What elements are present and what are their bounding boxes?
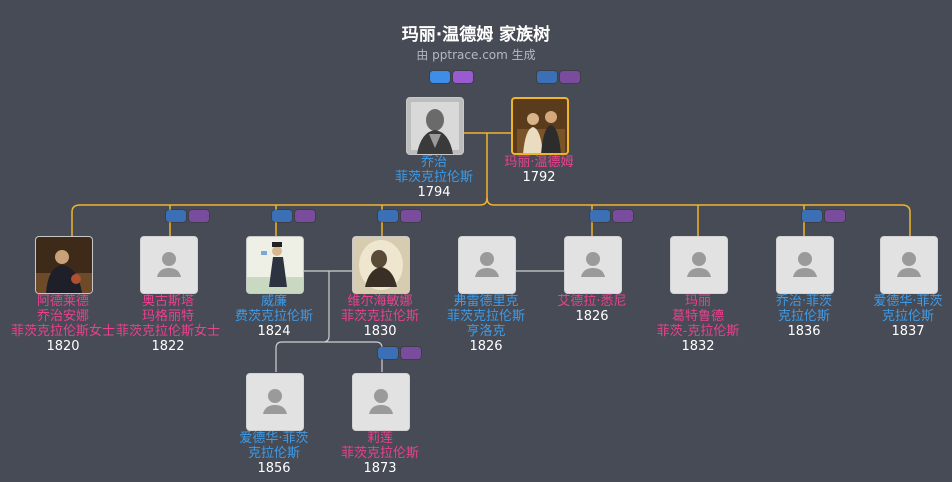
person-birth-year: 1824 <box>257 324 291 339</box>
person-name-line: 玛丽·温德姆 <box>504 155 574 170</box>
expand-spouse-icon[interactable] <box>613 210 633 222</box>
expand-parents-icon[interactable] <box>166 210 186 222</box>
person-birth-year: 1826 <box>469 339 503 354</box>
person-birth-year: 1830 <box>363 324 397 339</box>
person-action-icons <box>590 210 633 222</box>
expand-spouse-icon[interactable] <box>401 347 421 359</box>
portrait-couple-photo <box>511 97 569 155</box>
person-action-icons <box>378 347 421 359</box>
default-avatar-icon <box>564 236 622 294</box>
person-name-line: 弗雷德里克 <box>453 294 519 309</box>
person-name-line: 玛丽 <box>684 294 711 309</box>
default-avatar-icon <box>352 373 410 431</box>
expand-parents-icon[interactable] <box>802 210 822 222</box>
children-bar <box>71 197 911 236</box>
expand-parents-icon[interactable] <box>430 71 450 83</box>
expand-parents-icon[interactable] <box>378 347 398 359</box>
child-drop-lines <box>169 205 805 236</box>
person-name-line: 阿德莱德 <box>36 294 89 309</box>
person-action-icons <box>537 71 580 83</box>
person-name-line: 菲茨克拉伦斯 <box>340 309 419 324</box>
person-birth-year: 1836 <box>787 324 821 339</box>
default-avatar-icon <box>670 236 728 294</box>
person-action-icons <box>802 210 845 222</box>
expand-spouse-icon[interactable] <box>825 210 845 222</box>
person-name-line: 克拉伦斯 <box>777 309 830 324</box>
portrait-man-photo <box>406 97 464 155</box>
page-subtitle: 由 pptrace.com 生成 <box>416 48 536 62</box>
expand-spouse-icon[interactable] <box>189 210 209 222</box>
default-avatar-icon <box>458 236 516 294</box>
person-name-line: 克拉伦斯 <box>247 446 300 461</box>
person-name-line: 乔治·菲茨 <box>775 294 833 309</box>
person-name-line: 爱德华·菲茨 <box>239 431 309 446</box>
expand-spouse-icon[interactable] <box>453 71 473 83</box>
portrait-lady-photo <box>35 236 93 294</box>
person-name-line: 威廉 <box>260 294 287 309</box>
person-name-line: 乔治 <box>420 155 447 170</box>
expand-parents-icon[interactable] <box>537 71 557 83</box>
person-birth-year: 1822 <box>151 339 185 354</box>
default-avatar-icon <box>880 236 938 294</box>
person-birth-year: 1820 <box>46 339 80 354</box>
person-birth-year: 1826 <box>575 309 609 324</box>
person-name-line: 费茨克拉伦斯 <box>234 309 313 324</box>
person-name-line: 葛特鲁德 <box>671 309 724 324</box>
person-name-line: 菲茨-克拉伦斯 <box>656 324 740 339</box>
page-title: 玛丽·温德姆 家族树 <box>401 25 551 45</box>
default-avatar-icon <box>246 373 304 431</box>
person-birth-year: 1837 <box>891 324 925 339</box>
person-name-line: 爱德华·菲茨 <box>873 294 943 309</box>
expand-parents-icon[interactable] <box>272 210 292 222</box>
portrait-caricature-photo <box>246 236 304 294</box>
person-name-line: 克拉伦斯 <box>881 309 934 324</box>
person-name-line: 艾德拉·悉尼 <box>557 294 627 309</box>
person-birth-year: 1832 <box>681 339 715 354</box>
person-name-line: 乔治安娜 <box>36 309 89 324</box>
person-name-line: 菲茨克拉伦斯女士 <box>10 324 115 339</box>
default-avatar-icon <box>776 236 834 294</box>
expand-spouse-icon[interactable] <box>401 210 421 222</box>
person-name-line: 奥古斯塔 <box>141 294 194 309</box>
person-action-icons <box>430 71 473 83</box>
person-birth-year: 1792 <box>522 170 556 185</box>
person-action-icons <box>166 210 209 222</box>
person-name-line: 莉莲 <box>366 431 393 446</box>
person-birth-year: 1856 <box>257 461 291 476</box>
person-name-line: 菲茨克拉伦斯 <box>340 446 419 461</box>
person-action-icons <box>272 210 315 222</box>
person-name-line: 菲茨克拉伦斯 <box>394 170 473 185</box>
portrait-sketch-photo <box>352 236 410 294</box>
person-name-line: 玛格丽特 <box>141 309 194 324</box>
person-birth-year: 1794 <box>417 185 451 200</box>
person-name-line: 维尔海敏娜 <box>347 294 413 309</box>
expand-spouse-icon[interactable] <box>560 71 580 83</box>
person-name-line: 亨洛克 <box>466 324 506 339</box>
person-birth-year: 1873 <box>363 461 397 476</box>
default-avatar-icon <box>140 236 198 294</box>
person-action-icons <box>378 210 421 222</box>
expand-parents-icon[interactable] <box>590 210 610 222</box>
expand-parents-icon[interactable] <box>378 210 398 222</box>
expand-spouse-icon[interactable] <box>295 210 315 222</box>
person-name-line: 菲茨克拉伦斯女士 <box>115 324 220 339</box>
person-name-line: 菲茨克拉伦斯 <box>446 309 525 324</box>
